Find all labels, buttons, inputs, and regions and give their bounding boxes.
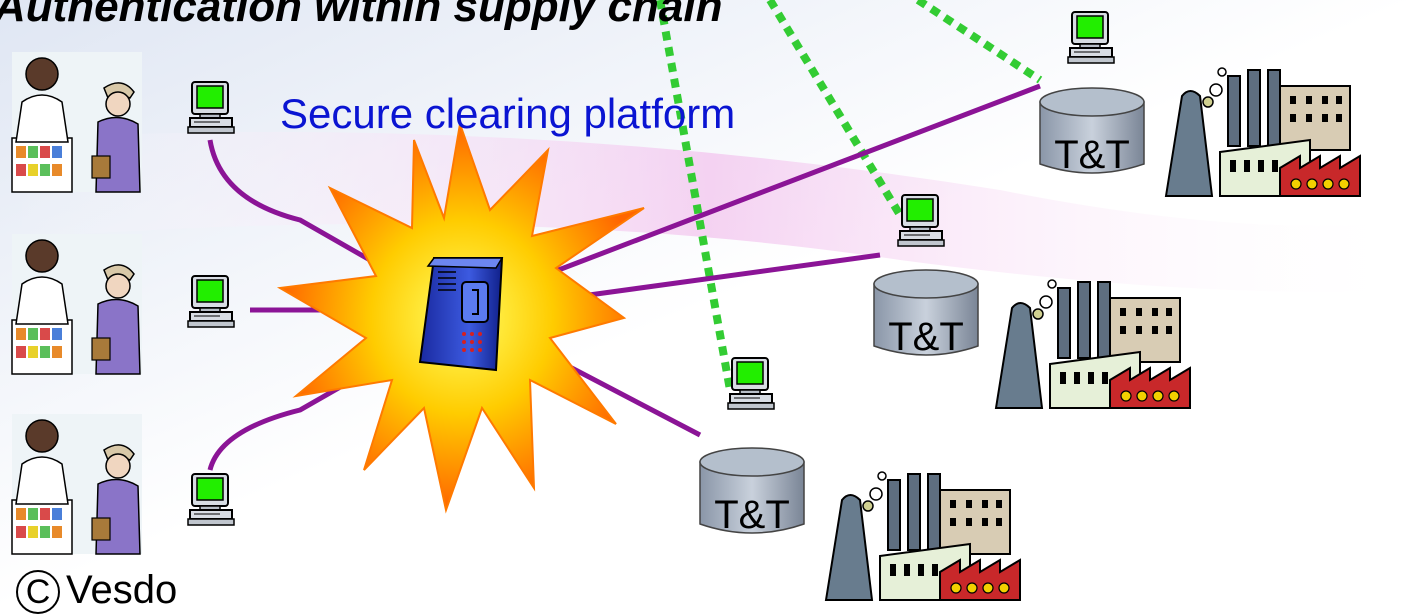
copyright-owner: Vesdo bbox=[66, 568, 178, 612]
copyright-icon: C bbox=[16, 570, 60, 614]
computer-icon bbox=[187, 275, 235, 328]
computer-icon bbox=[187, 81, 235, 134]
computer-icon bbox=[187, 473, 235, 526]
computer-icon bbox=[897, 194, 945, 247]
database-label: T&T bbox=[714, 493, 790, 537]
slide-title: Authentication within supply chain bbox=[0, 0, 723, 31]
pharmacy-icon bbox=[11, 233, 143, 375]
computer-icon bbox=[727, 357, 775, 410]
pharmacy-icon bbox=[11, 413, 143, 555]
server-icon bbox=[418, 257, 504, 372]
database-label: T&T bbox=[888, 315, 964, 359]
platform-label: Secure clearing platform bbox=[280, 90, 736, 137]
pharmacy-icon bbox=[11, 51, 143, 193]
dotted-links bbox=[656, 0, 1043, 391]
computer-icon bbox=[1067, 11, 1115, 64]
database-label: T&T bbox=[1054, 133, 1130, 177]
